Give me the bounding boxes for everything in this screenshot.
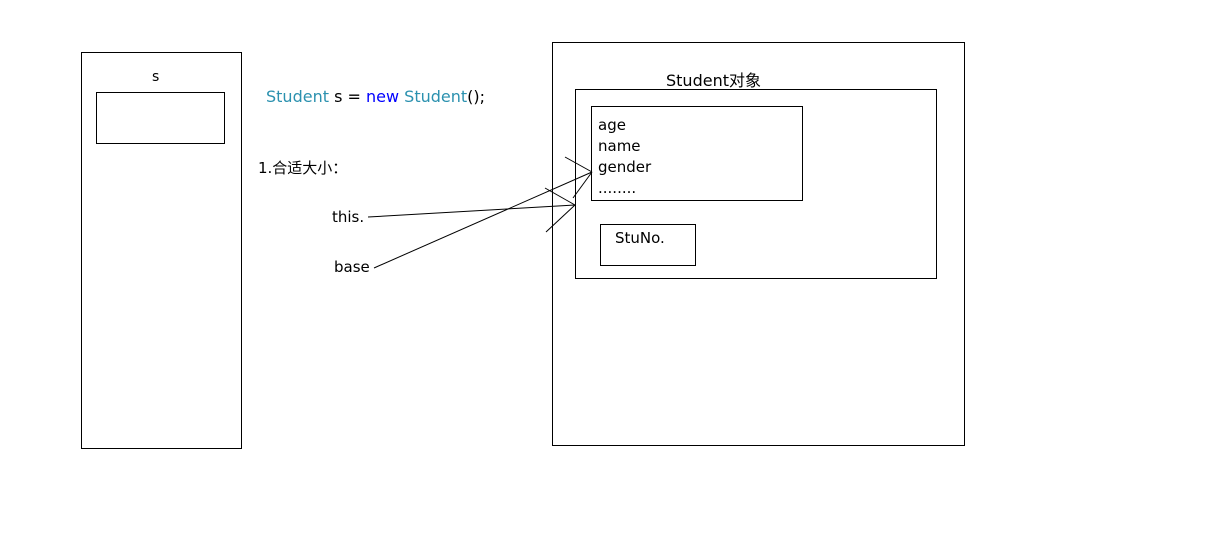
- field-item: age: [598, 116, 626, 134]
- field-item: name: [598, 137, 641, 155]
- field-item: ........: [598, 179, 637, 197]
- base-fields-box: [591, 106, 803, 201]
- stack-variable-slot: [96, 92, 225, 144]
- subclass-field-box: [600, 224, 696, 266]
- code-keyword-new: new: [365, 87, 400, 106]
- base-fields-list: age name gender ........: [598, 115, 651, 199]
- base-arrow-head-lower: [572, 171, 593, 199]
- base-label: base: [334, 258, 370, 276]
- base-arrow-line: [373, 171, 593, 269]
- object-inner-frame: [575, 89, 937, 279]
- step-label: 1.合适大小：: [258, 159, 348, 177]
- subclass-field-label: StuNo.: [615, 229, 665, 247]
- object-title: Student对象: [666, 71, 761, 90]
- code-type-student-ctor: Student: [404, 87, 468, 106]
- this-arrow-line: [367, 204, 576, 218]
- field-item: gender: [598, 158, 652, 176]
- stack-variable-label: s: [152, 69, 160, 85]
- this-label: this.: [332, 208, 365, 226]
- code-statement: Student s = new Student();: [266, 89, 485, 105]
- code-tail: ();: [467, 87, 486, 106]
- base-arrow-head-upper: [564, 156, 593, 173]
- code-type-student: Student: [266, 87, 329, 106]
- code-variable-part: s =: [328, 87, 366, 106]
- stack-frame: [81, 52, 242, 449]
- heap-object-frame: [552, 42, 965, 446]
- this-arrow-head-lower: [545, 204, 576, 233]
